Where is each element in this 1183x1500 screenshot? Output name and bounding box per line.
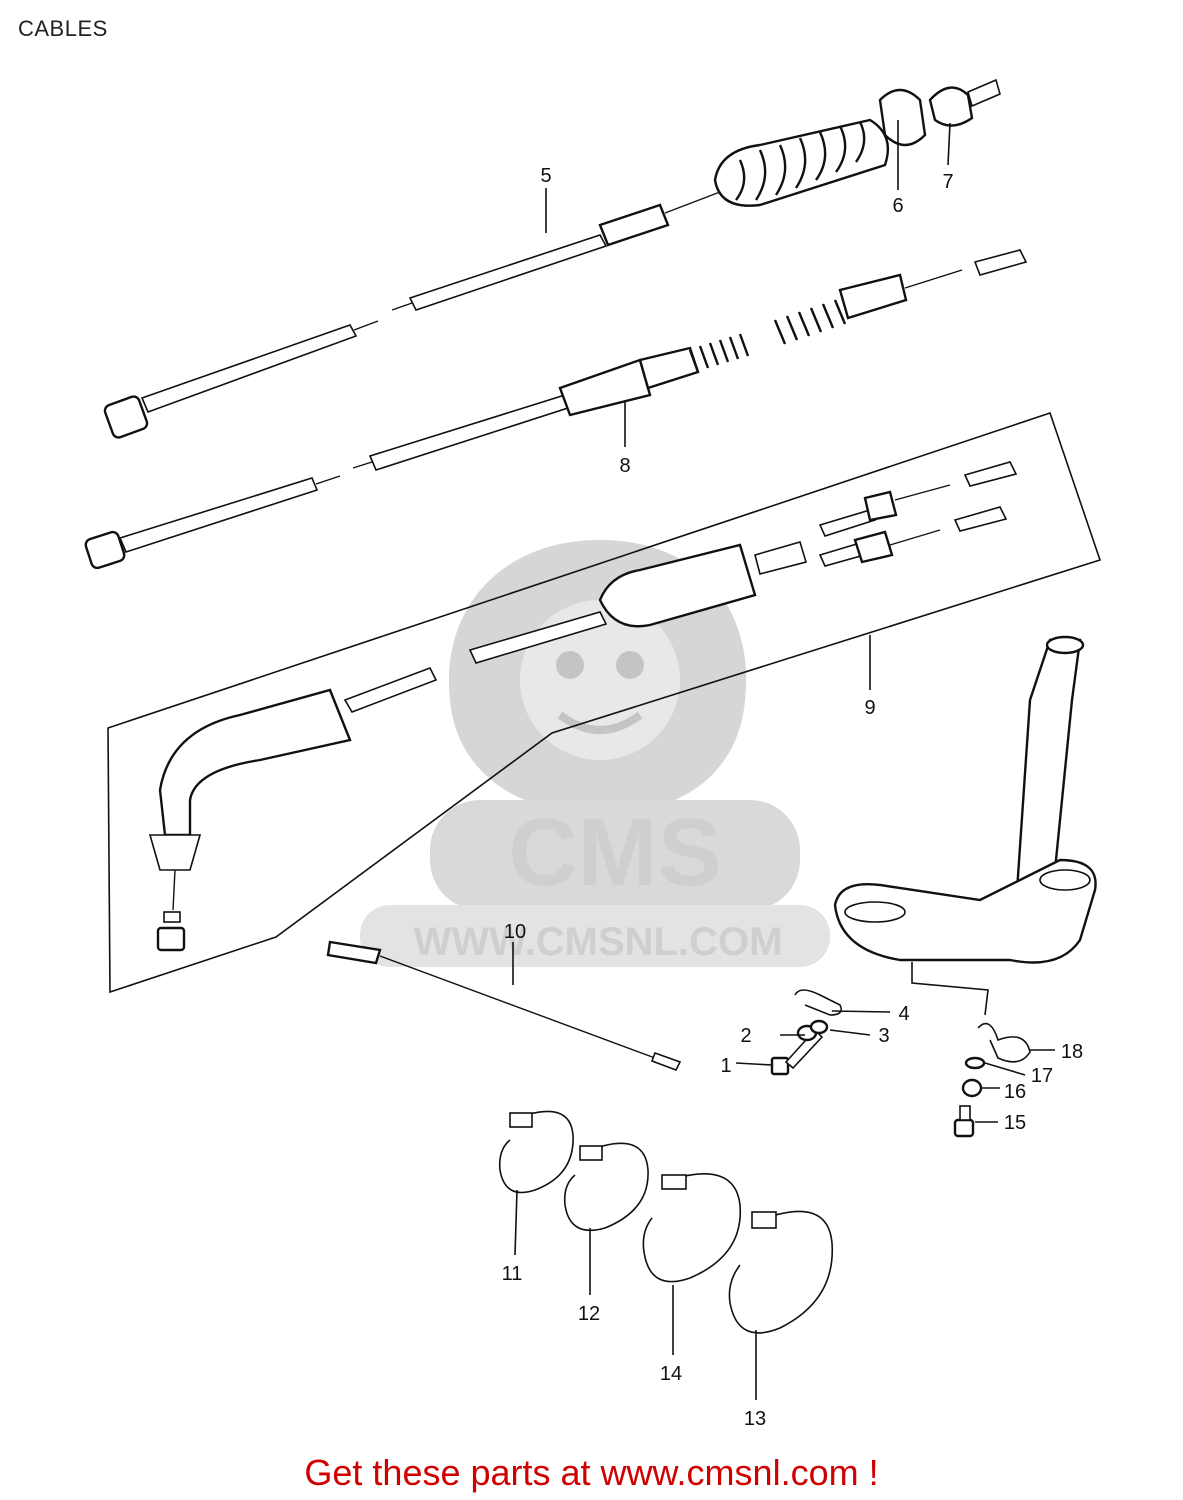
footer-link[interactable]: Get these parts at www.cmsnl.com ! bbox=[304, 1452, 879, 1493]
callout-18: 18 bbox=[1061, 1041, 1083, 1063]
cable-part-5 bbox=[103, 118, 890, 439]
clamp-part-4 bbox=[794, 989, 843, 1016]
callout-13: 13 bbox=[744, 1408, 766, 1430]
callout-1: 1 bbox=[720, 1055, 731, 1077]
band-part-14 bbox=[642, 1173, 742, 1283]
cable-part-8 bbox=[84, 249, 1028, 570]
watermark-logo-text: CMS bbox=[508, 799, 721, 906]
watermark-logo: CMS bbox=[430, 799, 800, 910]
callout-5: 5 bbox=[540, 165, 551, 187]
wire-part-10 bbox=[326, 940, 682, 1072]
callout-12: 12 bbox=[578, 1303, 600, 1325]
cable-adjuster-part-7 bbox=[928, 78, 1001, 127]
callout-labels: 1 2 3 4 5 6 7 8 9 10 11 12 13 14 15 16 1… bbox=[502, 165, 1084, 1430]
watermark-url-text: WWW.CMSNL.COM bbox=[414, 920, 783, 964]
washer-part-3 bbox=[809, 1019, 829, 1035]
watermark: CMS WWW.CMSNL.COM bbox=[360, 540, 830, 967]
callout-2: 2 bbox=[740, 1025, 751, 1047]
callout-10: 10 bbox=[504, 921, 526, 943]
callout-leaders bbox=[512, 120, 1055, 1400]
callout-9: 9 bbox=[864, 697, 875, 719]
callout-7: 7 bbox=[942, 171, 953, 193]
page-title: CABLES bbox=[18, 16, 108, 41]
callout-4: 4 bbox=[898, 1003, 909, 1025]
stem-bracket-leader bbox=[911, 962, 989, 1016]
cable-adjuster-part-6 bbox=[878, 88, 927, 147]
clamp-part-18 bbox=[977, 1022, 1031, 1063]
bolt-part-15 bbox=[953, 1105, 975, 1138]
callout-8: 8 bbox=[619, 455, 630, 477]
band-part-12 bbox=[563, 1142, 649, 1232]
band-part-11 bbox=[498, 1110, 574, 1194]
callout-6: 6 bbox=[892, 195, 903, 217]
callout-16: 16 bbox=[1004, 1081, 1026, 1103]
callout-15: 15 bbox=[1004, 1112, 1026, 1134]
callout-14: 14 bbox=[660, 1363, 682, 1385]
washer-part-17 bbox=[964, 1056, 986, 1070]
band-part-13 bbox=[728, 1210, 834, 1334]
cable-assembly-part-9 bbox=[107, 411, 1102, 994]
steering-stem-bracket bbox=[833, 635, 1097, 964]
callout-11: 11 bbox=[502, 1263, 523, 1285]
callout-17: 17 bbox=[1031, 1065, 1053, 1087]
callout-3: 3 bbox=[878, 1025, 889, 1047]
washer-part-16 bbox=[961, 1078, 983, 1098]
